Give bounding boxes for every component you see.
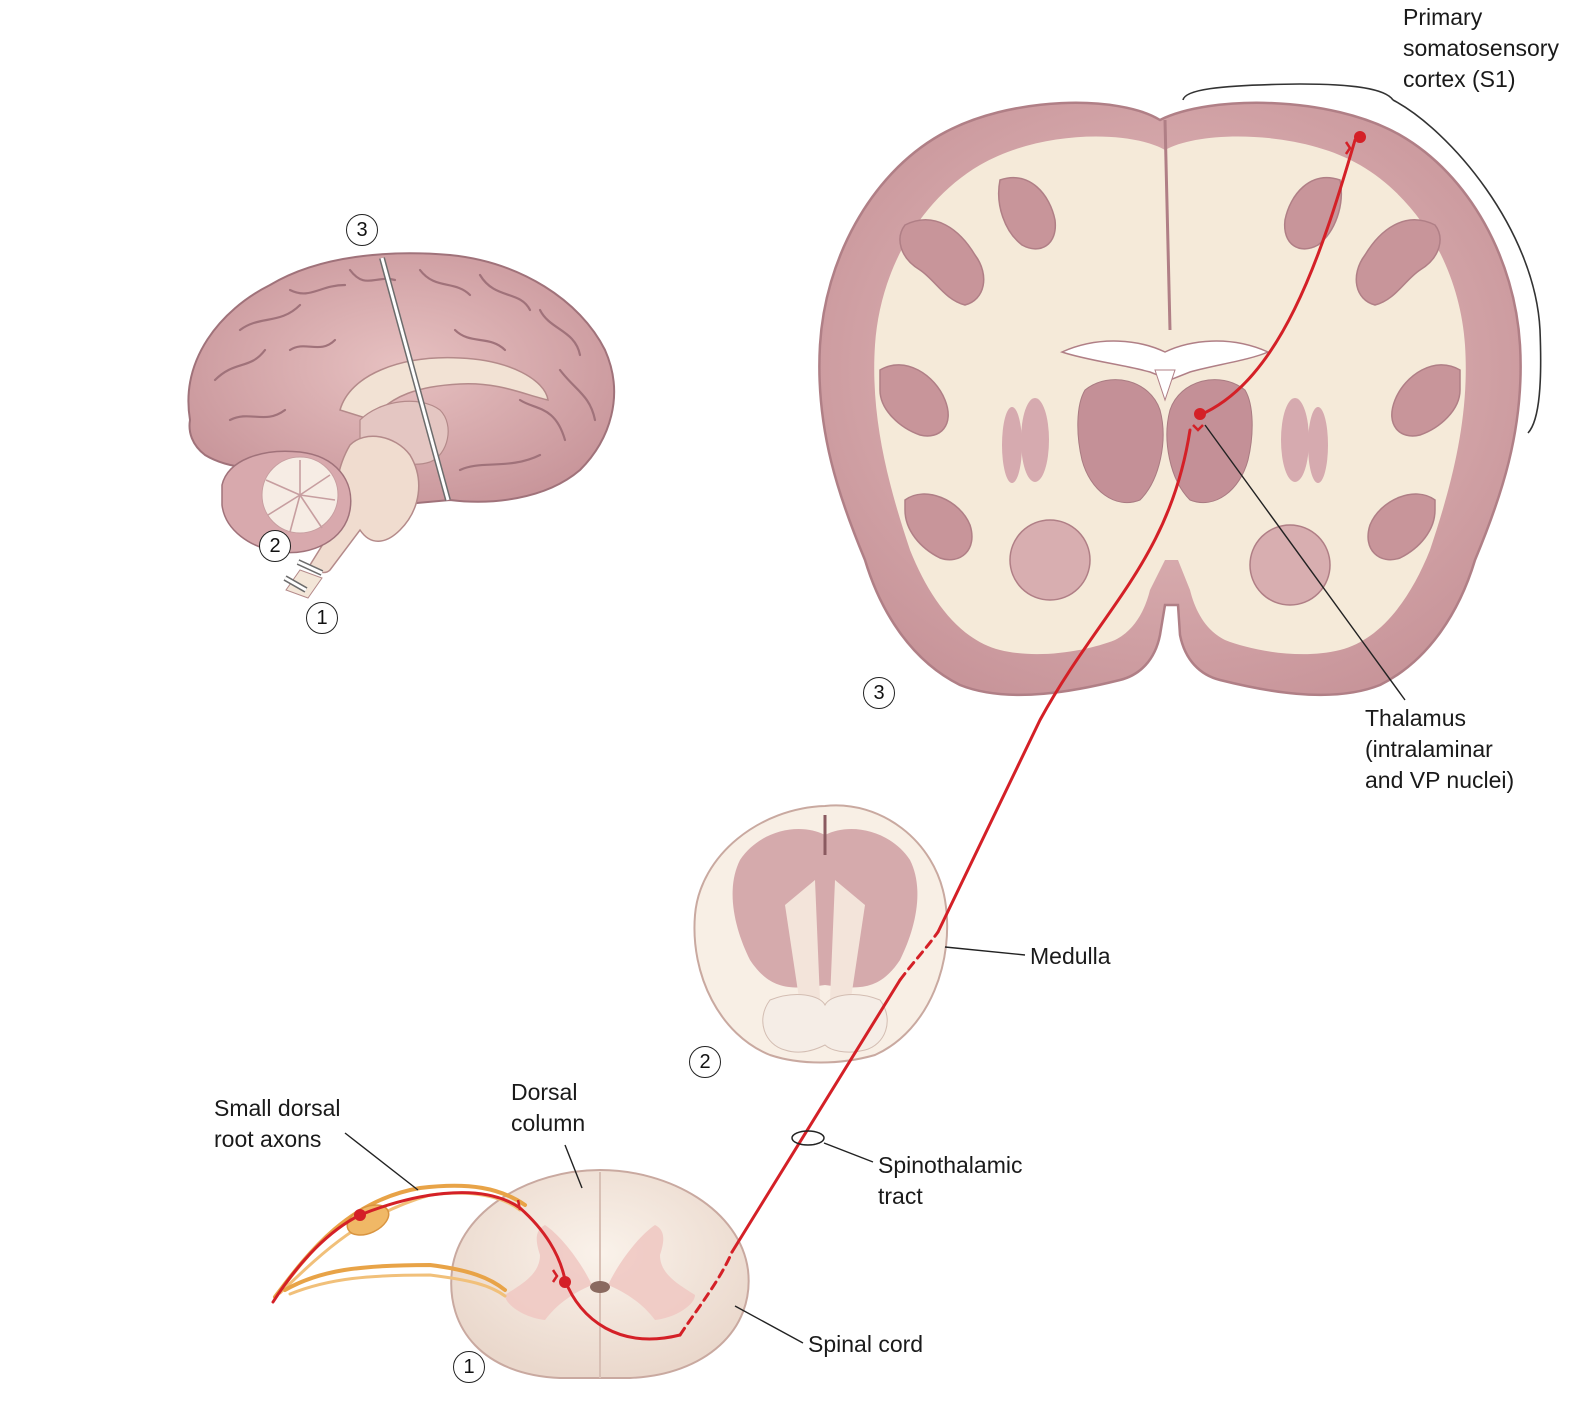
label-primary-somatosensory-cortex: Primary somatosensory cortex (S1) [1403,4,1559,92]
marker-spinal-section-1: 1 [453,1351,485,1383]
tract-ring-marker [791,1130,825,1146]
marker-brain-section-2: 2 [259,530,291,562]
pathway-synapses [516,141,1352,1283]
label-spinothalamic-tract: Spinothalamic tract [878,1152,1023,1209]
spinal-cord-section [450,1168,750,1379]
marker-brain-section-3: 3 [346,214,378,246]
label-thalamus: Thalamus (intralaminar and VP nuclei) [1365,705,1515,793]
sagittal-brain [187,252,616,599]
label-dorsal-column: Dorsal column [511,1079,586,1136]
marker-coronal-section-3: 3 [863,677,895,709]
marker-brain-section-1: 1 [306,602,338,634]
spinothalamic-pathway [271,138,1357,1341]
label-medulla: Medulla [1030,943,1111,969]
leader-lines [344,424,1406,1344]
label-small-dorsal-root-axons: Small dorsal root axons [214,1095,341,1152]
label-spinal-cord: Spinal cord [808,1331,924,1357]
pathway-nodes [354,131,1366,1288]
medulla-section [693,804,949,1064]
coronal-brain-section [818,83,1542,697]
marker-medulla-section-2: 2 [689,1046,721,1078]
